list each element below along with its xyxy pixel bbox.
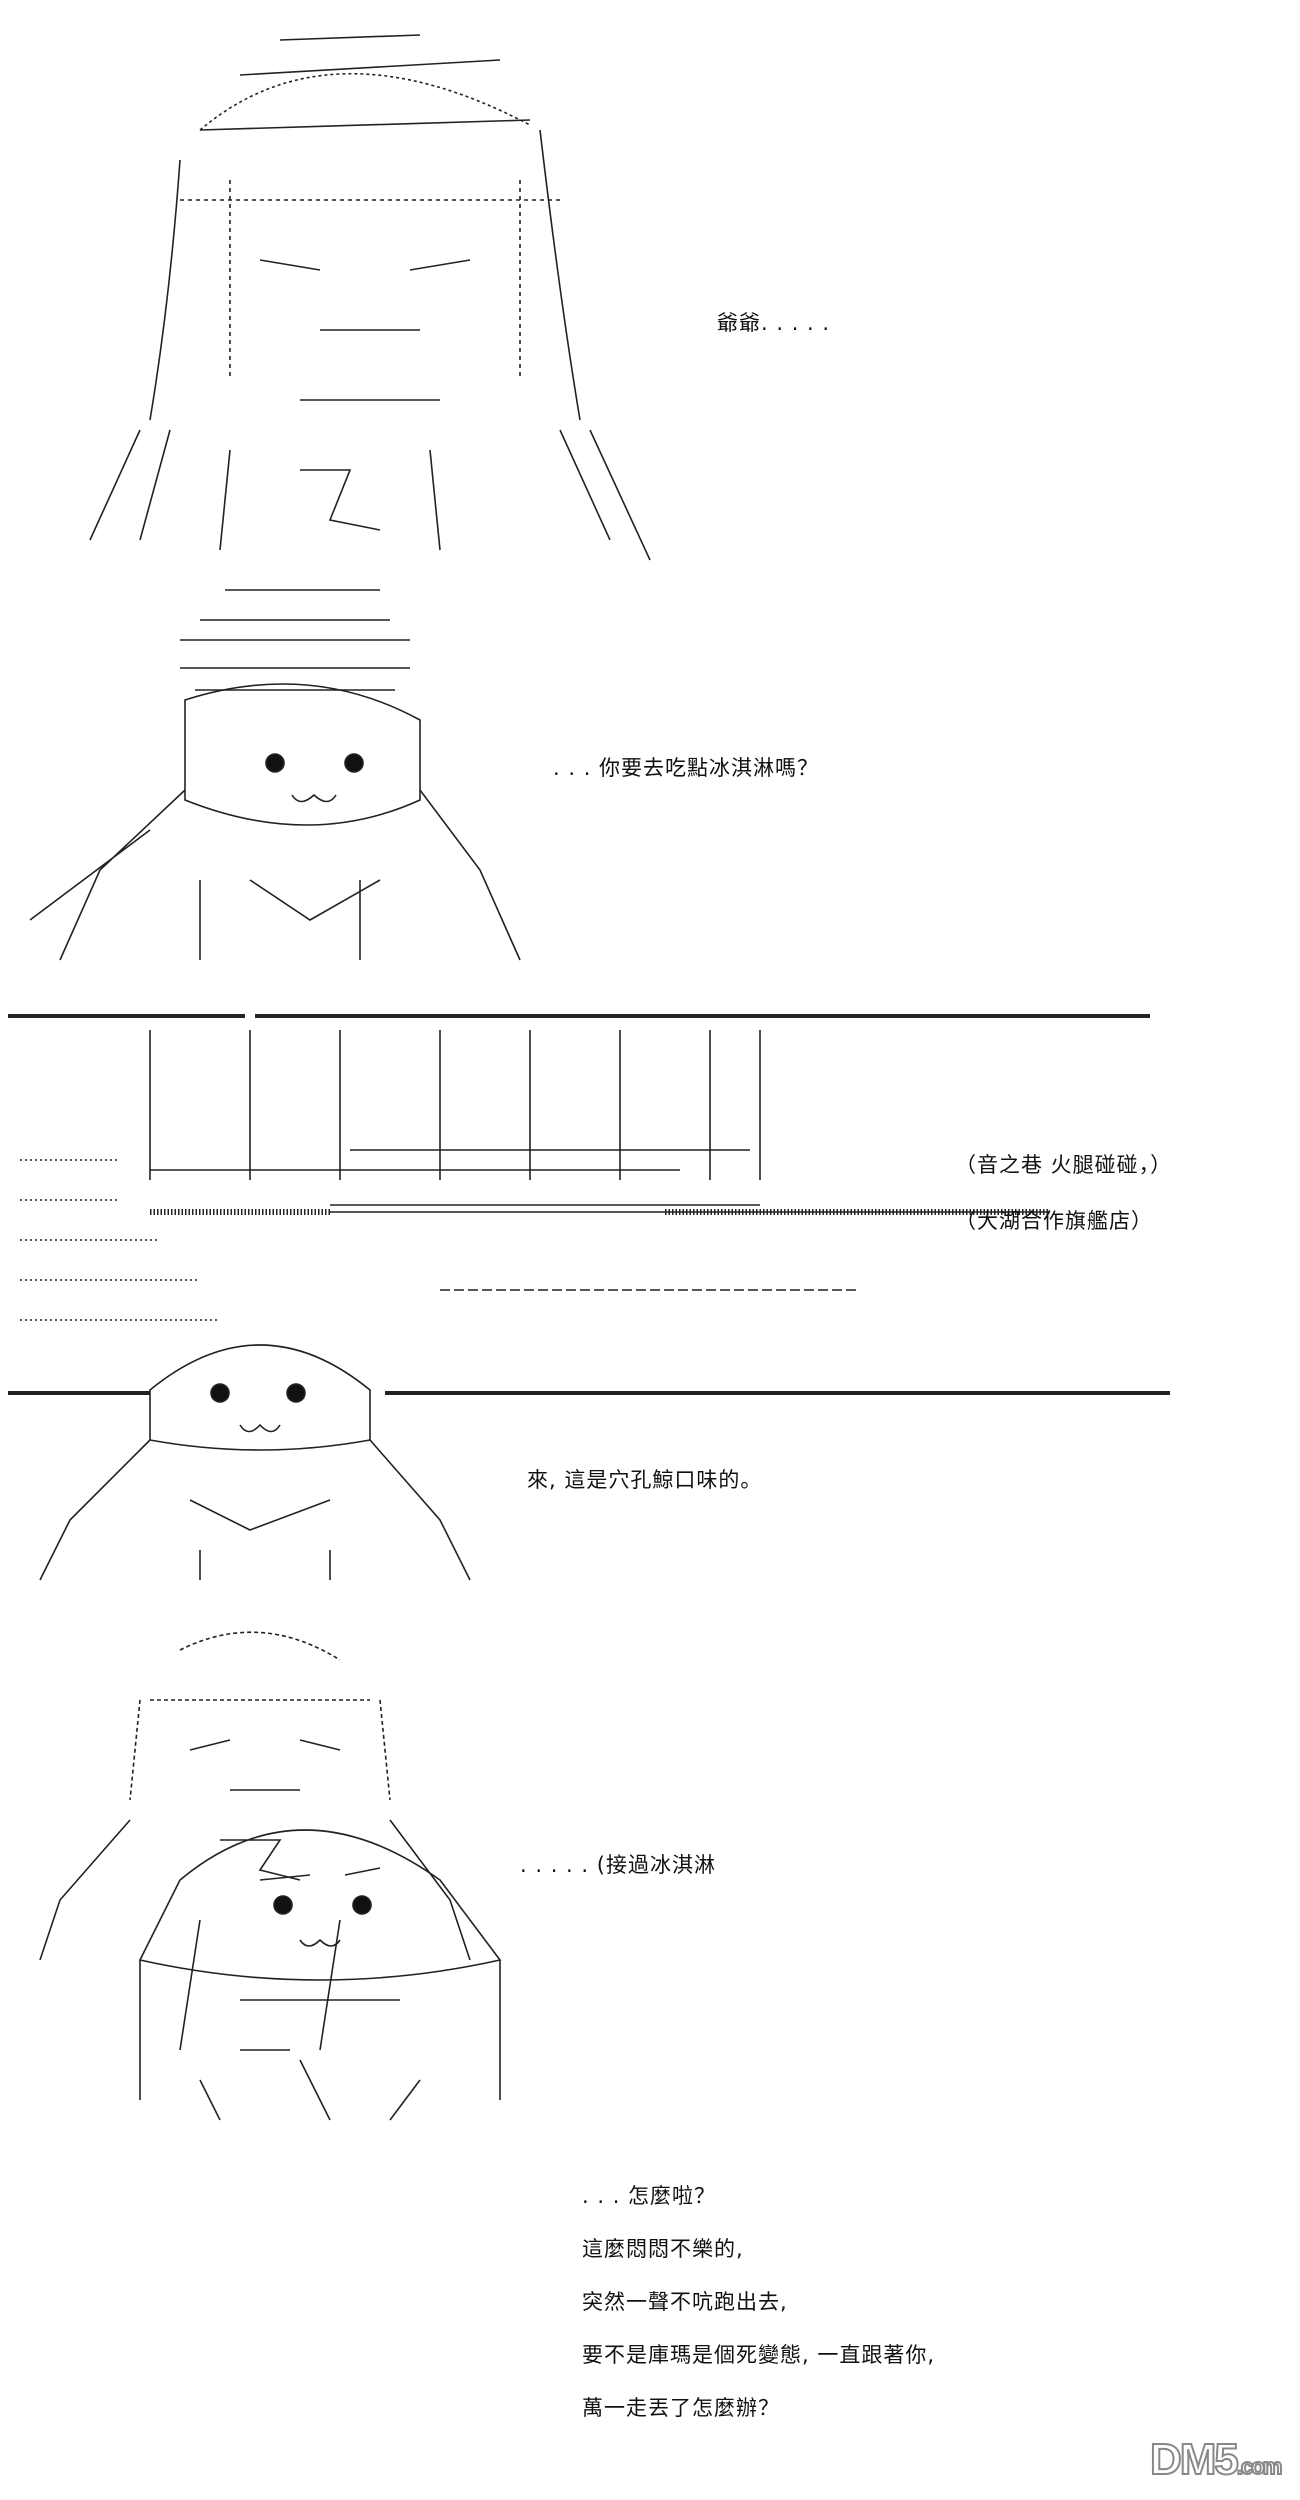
shop-sign-line-2: （大湖合作旗艦店） <box>955 1209 1153 1233</box>
dialogue-flavor: 來, 這是穴孔鯨口味的。 <box>527 1468 763 1492</box>
dialogue-worried-4: 要不是庫瑪是個死變態, 一直跟著你, <box>582 2343 936 2367</box>
girl-figure-art <box>89 34 651 561</box>
receiving-girl-art <box>39 1631 471 2051</box>
shop-sign-line-1: （音之巷 火腿碰碰，） <box>955 1153 1173 1177</box>
watermark-brand: DM5 <box>1149 2434 1240 2485</box>
dialogue-grandpa: 爺爺. . . . . <box>717 311 831 335</box>
dm5-watermark-logo: DM5.com <box>1149 2434 1283 2485</box>
watermark-suffix: .com <box>1236 2453 1283 2480</box>
worried-figure-art <box>138 1829 502 2121</box>
dialogue-worried-1: . . . 怎麼啦？ <box>582 2184 717 2208</box>
dialogue-ice-cream-offer: . . . 你要去吃點冰淇淋嗎？ <box>553 756 820 780</box>
shop-scene-art <box>8 1014 1170 1395</box>
dialogue-worried-2: 這麼悶悶不樂的, <box>582 2237 744 2261</box>
offering-figure-art <box>39 1344 471 1581</box>
dialogue-worried-5: 萬一走丟了怎麼辦？ <box>582 2396 780 2420</box>
dialogue-receive: . . . . . (接過冰淇淋 <box>520 1853 716 1877</box>
dialogue-worried-3: 突然一聲不吭跑出去, <box>582 2290 788 2314</box>
hat-figure-art <box>29 589 521 961</box>
